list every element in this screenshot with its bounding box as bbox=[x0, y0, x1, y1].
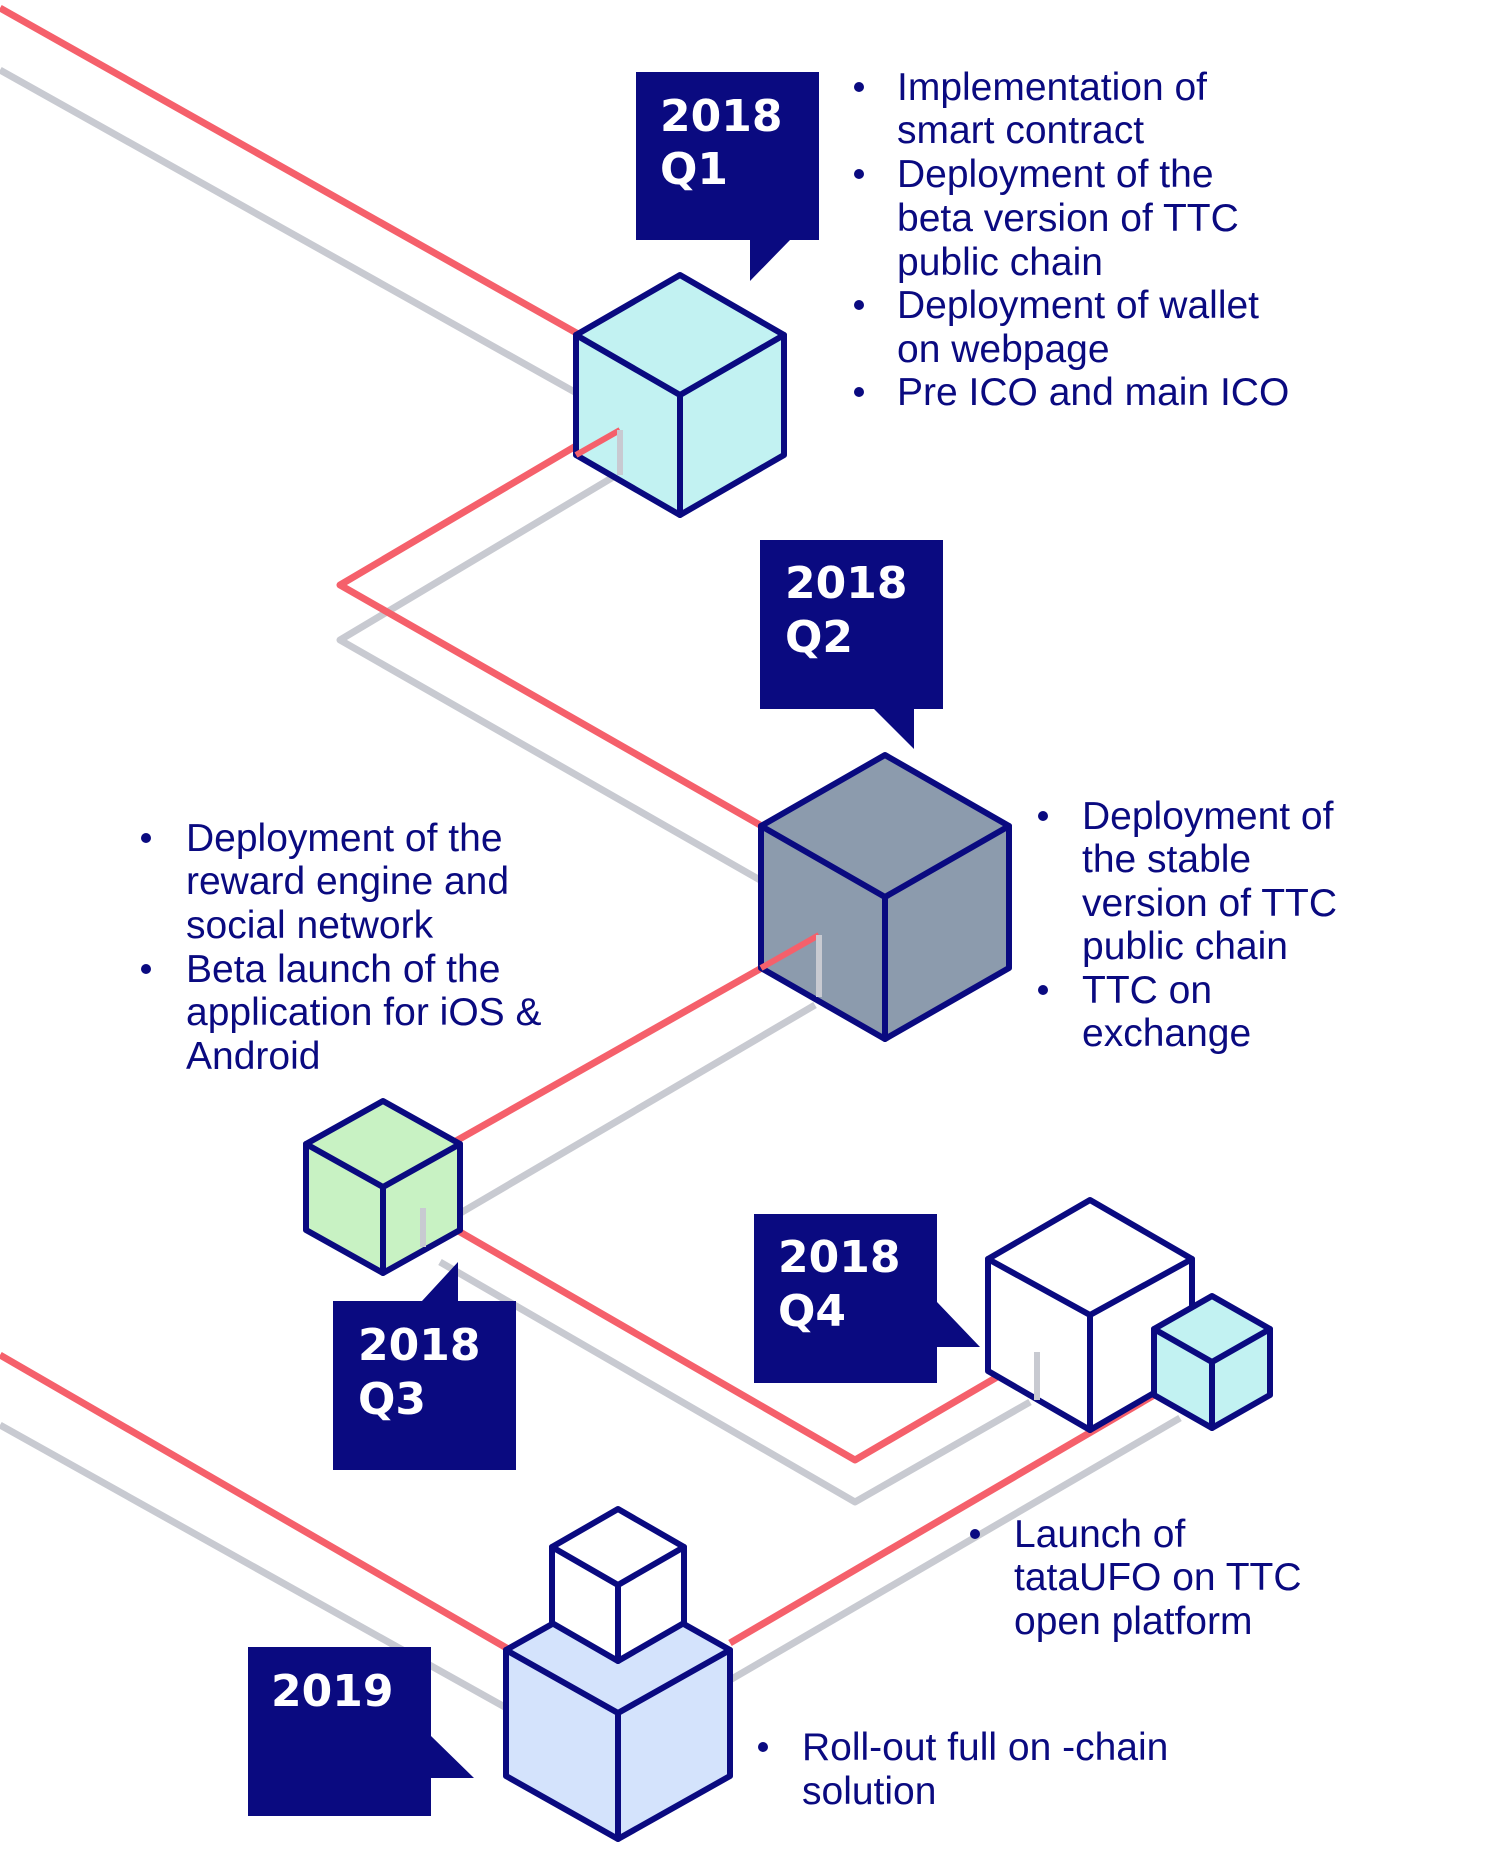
bullet-line: smart contract bbox=[897, 109, 1144, 152]
red-segment-a bbox=[0, 4, 582, 339]
bullet-dot bbox=[854, 82, 864, 92]
bullet-line: Launch of bbox=[1014, 1513, 1185, 1556]
bullet-line: Deployment of the bbox=[186, 817, 503, 860]
label-line-1: 2018 bbox=[778, 1232, 900, 1283]
bullet-line: public chain bbox=[1082, 925, 1288, 968]
bullet-line: Implementation of bbox=[897, 66, 1207, 109]
bullet-line: open platform bbox=[1014, 1600, 1252, 1643]
bullet-line: exchange bbox=[1082, 1012, 1251, 1055]
bullet-list-q1: Implementation of smart contract Deploym… bbox=[854, 66, 1289, 414]
label-line-2: Q3 bbox=[358, 1374, 426, 1425]
cube-edges bbox=[573, 332, 787, 518]
red-segment-b bbox=[336, 416, 762, 829]
bullet-line: the stable bbox=[1082, 838, 1251, 881]
label-bubble bbox=[760, 540, 943, 749]
cube-q3 bbox=[303, 1098, 463, 1276]
bullet-line: Deployment of wallet bbox=[897, 284, 1259, 327]
bullet-dot bbox=[1038, 985, 1048, 995]
cube-edges bbox=[758, 823, 1012, 1042]
red-segment-c bbox=[438, 931, 822, 1154]
bullet-line: solution bbox=[802, 1770, 936, 1813]
bullet-dot bbox=[970, 1529, 980, 1539]
cube-2019 bbox=[503, 1584, 733, 1842]
milestone-label-q1: 2018 Q1 bbox=[636, 72, 819, 281]
bullet-line: Pre ICO and main ICO bbox=[897, 371, 1289, 414]
cube-q4-large bbox=[985, 1197, 1195, 1433]
label-bubble bbox=[248, 1647, 474, 1816]
bullet-list-2019: Roll-out full on -chain solution bbox=[758, 1726, 1168, 1813]
bullet-line: Beta launch of the bbox=[186, 948, 500, 991]
cube-inner-red-line bbox=[574, 427, 622, 458]
cube-2019-top bbox=[549, 1506, 687, 1664]
label-bubble bbox=[636, 72, 819, 281]
label-bubble bbox=[754, 1214, 980, 1383]
bullet-dot bbox=[1038, 811, 1048, 821]
cube-edges bbox=[549, 1544, 687, 1664]
gray-segment-d bbox=[438, 1258, 1032, 1506]
gray-segment-b bbox=[336, 466, 762, 884]
milestone-label-q2: 2018 Q2 bbox=[760, 540, 943, 749]
bullet-dot bbox=[758, 1742, 768, 1752]
bullet-line: beta version of TTC bbox=[897, 197, 1239, 240]
bullet-list-q4: Launch of tataUFO on TTC open platform bbox=[970, 1513, 1302, 1643]
milestone-label-q3: 2018 Q3 bbox=[333, 1262, 516, 1470]
gray-segment-e bbox=[728, 1414, 1182, 1684]
milestone-label-q4: 2018 Q4 bbox=[754, 1214, 980, 1383]
label-bubble bbox=[333, 1262, 516, 1470]
label-line-1: 2018 bbox=[660, 91, 782, 142]
label-line-2: Q1 bbox=[660, 144, 728, 195]
cube-q4-small bbox=[1151, 1293, 1273, 1431]
bullet-line: Android bbox=[186, 1035, 320, 1078]
cube-edges bbox=[985, 1256, 1195, 1433]
bullet-line: tataUFO on TTC bbox=[1014, 1556, 1302, 1599]
cube-edges bbox=[303, 1141, 463, 1276]
cube-edges bbox=[503, 1647, 733, 1842]
gray-segment-a bbox=[0, 66, 582, 399]
red-segment-d bbox=[420, 1206, 1042, 1464]
bullet-line: social network bbox=[186, 904, 434, 947]
bullet-line: reward engine and bbox=[186, 860, 509, 903]
bullet-line: on webpage bbox=[897, 328, 1110, 371]
bullet-list-q3: Deployment of the reward engine and soci… bbox=[141, 817, 542, 1078]
bullet-list-q2: Deployment of the stable version of TTC … bbox=[1038, 795, 1337, 1055]
bullet-dot bbox=[854, 300, 864, 310]
label-line-2: Q2 bbox=[785, 612, 853, 663]
label-line-1: 2018 bbox=[358, 1320, 480, 1371]
bullet-dot bbox=[854, 387, 864, 397]
cube-inner-red-line bbox=[759, 932, 821, 971]
gray-path bbox=[0, 66, 1182, 1714]
red-segment-f bbox=[0, 1351, 512, 1654]
bullet-line: application for iOS & bbox=[186, 991, 542, 1034]
bullet-line: Roll-out full on -chain bbox=[802, 1726, 1168, 1769]
bullet-line: Deployment of bbox=[1082, 795, 1334, 838]
label-line-1: 2018 bbox=[785, 558, 907, 609]
bullet-dot bbox=[141, 964, 151, 974]
cube-edges bbox=[1151, 1326, 1273, 1431]
label-line-1: 2019 bbox=[271, 1666, 393, 1717]
bullet-dot bbox=[141, 833, 151, 843]
bullet-dot bbox=[854, 169, 864, 179]
cube-q2 bbox=[758, 752, 1012, 1042]
gray-segment-c bbox=[438, 1001, 817, 1229]
cube-q1 bbox=[573, 272, 787, 518]
bullet-line: version of TTC bbox=[1082, 882, 1337, 925]
bullet-line: public chain bbox=[897, 241, 1103, 284]
bullet-line: Deployment of the bbox=[897, 153, 1214, 196]
bullet-line: TTC on bbox=[1082, 969, 1212, 1012]
label-line-2: Q4 bbox=[778, 1286, 846, 1337]
milestone-label-2019: 2019 bbox=[248, 1647, 474, 1816]
